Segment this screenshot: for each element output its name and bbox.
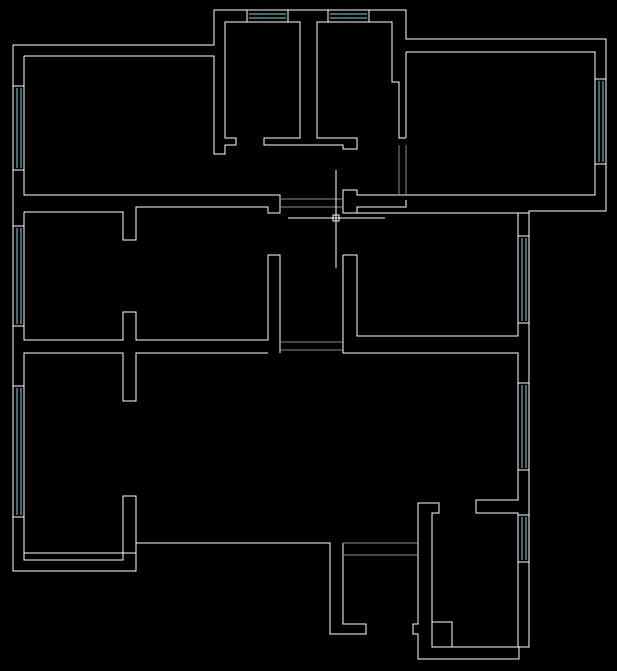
window-west-1 [12,85,25,171]
room-northwest-inner-wall [24,21,406,155]
room-middle-east [342,213,519,647]
windows [12,9,607,563]
room-northeast [342,51,596,214]
room-middle-west [23,198,343,353]
outer-wall-outline [13,9,607,660]
room-bath-detail [432,621,453,647]
room-middle-west-walls [23,212,281,353]
room-living [23,353,453,647]
outer-walls [12,9,607,660]
room-living-west-wall [23,353,137,561]
window-east-3 [517,382,530,471]
window-top-left [246,9,289,23]
room-northwest [23,21,406,241]
window-east-1 [594,78,607,165]
room-middle-east-south-wall [342,255,519,647]
window-east-4 [517,514,530,563]
window-west-3 [12,385,25,518]
outer-wall-west [12,45,268,572]
window-west-2 [12,225,25,327]
window-east-2 [517,235,530,324]
room-northeast-inner-wall [342,51,596,214]
room-middle-east-walls [343,213,519,337]
window-top-right [327,9,370,23]
crosshair-cursor-icon [288,170,385,268]
outer-wall-south [135,542,367,635]
room-northwest-south-wall [23,56,281,241]
